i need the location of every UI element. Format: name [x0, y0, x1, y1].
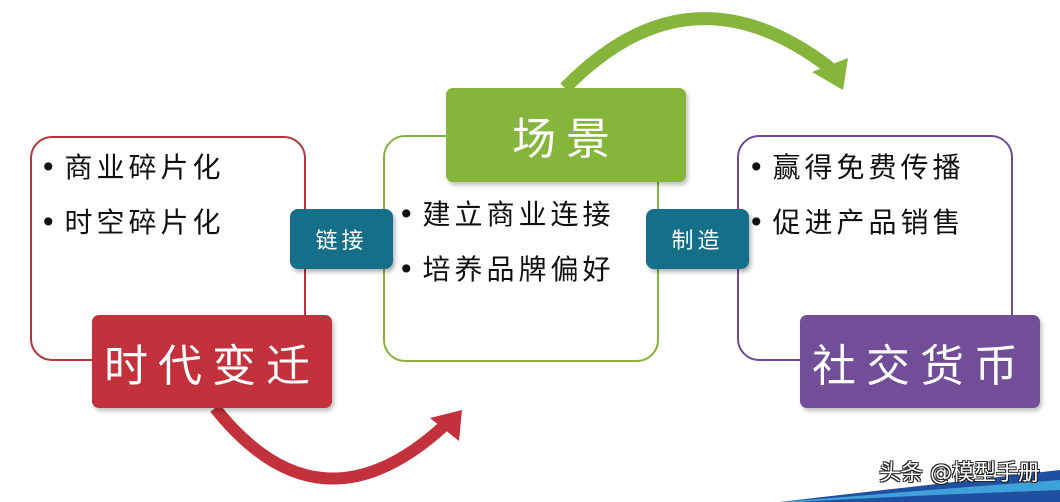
- red-curved-arrow: [210, 404, 462, 485]
- connector-link: 链接: [290, 209, 393, 269]
- bullet-item: 建立商业连接: [398, 187, 615, 242]
- social-currency-bullets: 赢得免费传播 促进产品销售: [748, 140, 965, 250]
- bullet-item: 促进产品销售: [748, 195, 965, 250]
- connector-create: 制造: [646, 209, 749, 269]
- watermark: 头条 @模型手册: [879, 461, 1040, 486]
- social-currency-label: 社交货币: [800, 315, 1040, 408]
- bullet-item: 培养品牌偏好: [398, 242, 615, 297]
- green-curved-arrow: [560, 12, 848, 93]
- scenario-bullets: 建立商业连接 培养品牌偏好: [398, 187, 615, 297]
- bullet-item: 时空碎片化: [40, 195, 225, 250]
- era-change-bullets: 商业碎片化 时空碎片化: [40, 140, 225, 250]
- scenario-label: 场景: [446, 88, 686, 182]
- bullet-item: 赢得免费传播: [748, 140, 965, 195]
- banner-swoosh: [780, 470, 1060, 502]
- era-change-label: 时代变迁: [92, 315, 332, 408]
- bullet-item: 商业碎片化: [40, 140, 225, 195]
